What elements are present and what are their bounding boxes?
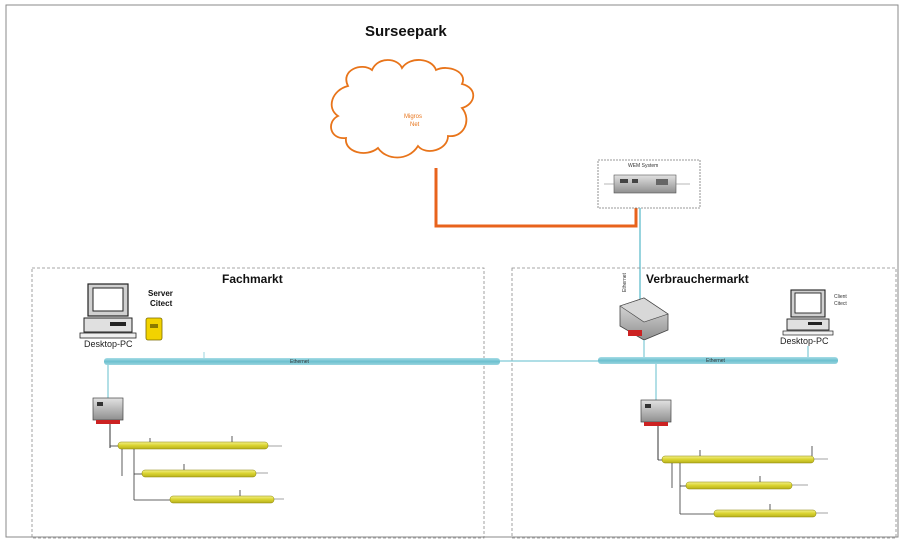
- left-bus-label: Ethernet: [290, 359, 310, 365]
- diagram-title: Surseepark: [365, 23, 447, 40]
- left-field-bus-2: [121, 449, 268, 500]
- client-label-line1: Client: [834, 294, 847, 300]
- left-desktop-pc: Desktop-PC: [79, 283, 137, 349]
- right-pc-label: Desktop-PC: [780, 336, 829, 346]
- wan-link-line: [434, 168, 638, 228]
- right-field-bus-3: [680, 504, 828, 518]
- left-pc-label: Desktop-PC: [84, 339, 133, 349]
- cloud-label-line2: Net: [410, 122, 420, 128]
- client-citect: Client Citect: [834, 294, 847, 307]
- verbrauchermarkt-title: Verbrauchermarkt: [646, 272, 749, 286]
- right-field-bus-1: [658, 446, 828, 464]
- server-label-line2: Citect: [150, 299, 173, 308]
- wem-system-label: WEM System: [628, 163, 658, 169]
- right-bus-label: Ethernet: [706, 358, 726, 364]
- right-router-device: [619, 297, 669, 360]
- left-field-controller: [92, 365, 124, 448]
- client-label-line2: Citect: [834, 301, 847, 307]
- left-ethernet-bus: Ethernet: [104, 352, 500, 365]
- fachmarkt-title: Fachmarkt: [222, 272, 283, 286]
- server-citect: Server Citect: [145, 289, 173, 341]
- left-field-bus-1: [110, 436, 282, 450]
- right-link-label: Ethernet: [622, 272, 628, 292]
- wem-system-device: WEM System: [597, 159, 701, 209]
- right-field-bus-2: [671, 463, 808, 514]
- left-field-bus-3: [134, 490, 284, 504]
- page-border: [5, 4, 899, 538]
- fachmarkt-area: [31, 267, 485, 539]
- verbrauchermarkt-area: [511, 267, 897, 539]
- migros-net-cloud: Migros Net: [330, 59, 475, 159]
- server-label-line1: Server: [148, 289, 173, 298]
- right-field-controller: [640, 364, 672, 460]
- right-desktop-pc: Desktop-PC: [780, 289, 834, 360]
- cloud-label-line1: Migros: [404, 114, 422, 120]
- server-citect-icon: [145, 317, 163, 341]
- right-ethernet-bus: Ethernet: [598, 357, 838, 364]
